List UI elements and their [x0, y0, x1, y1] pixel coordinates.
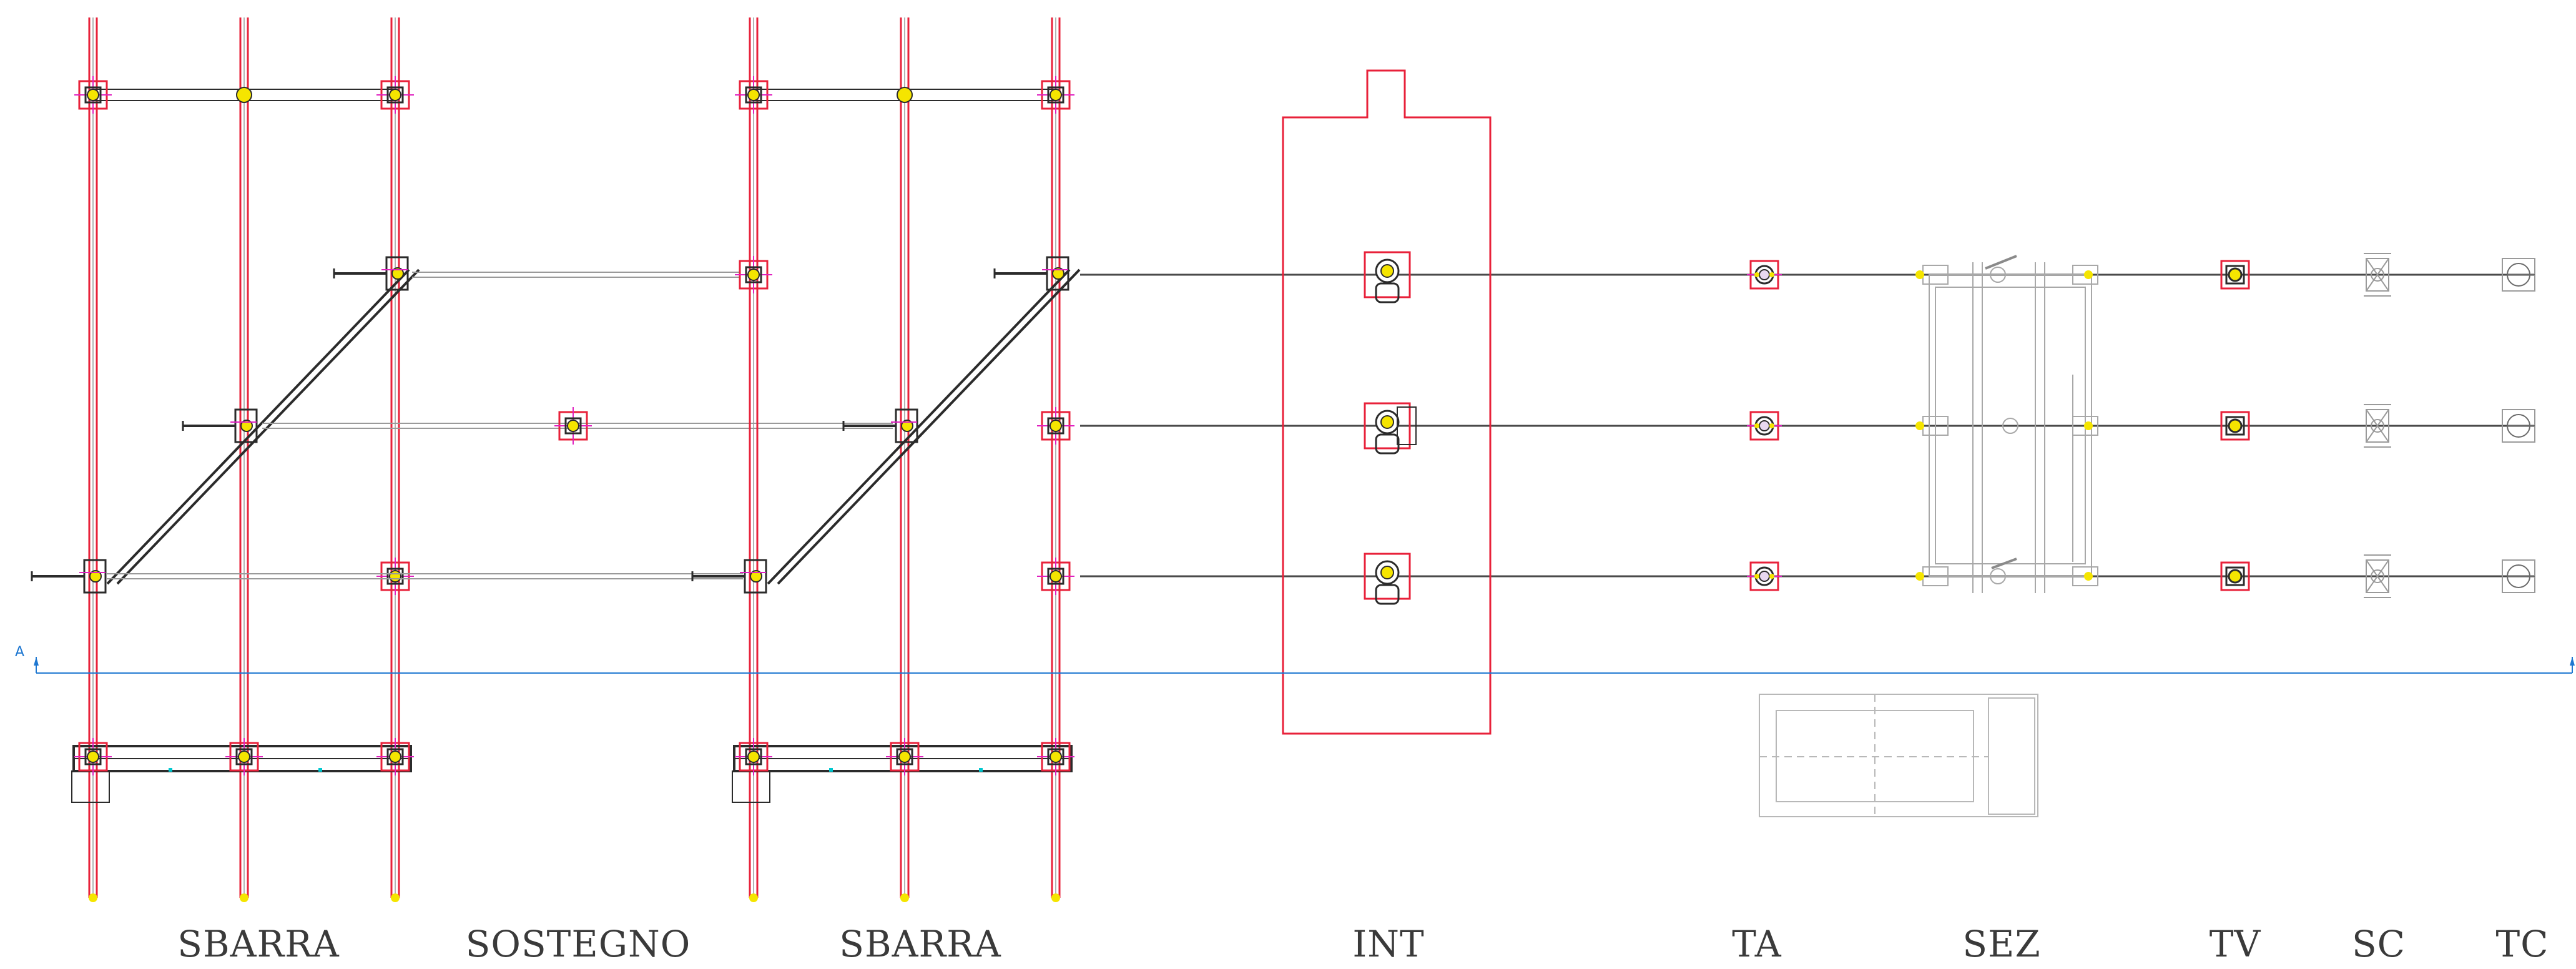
label-int: INT: [1352, 923, 1425, 965]
busbar-group-2: [691, 17, 1081, 902]
section-mark-label: A: [15, 644, 25, 660]
sez-disconnector: [1922, 255, 2098, 593]
label-ta: TA: [1732, 923, 1782, 965]
section-line-a: [34, 657, 2575, 674]
phase-lines: [1080, 273, 2535, 578]
label-sc: SC: [2351, 923, 2406, 965]
ta-current-transformers: [1746, 260, 1783, 591]
sez-contacts: [1915, 270, 2093, 581]
tc-cable-terminals: [2502, 258, 2535, 593]
label-sostegno: SOSTEGNO: [465, 923, 691, 965]
int-breaker: [1282, 69, 1492, 735]
label-sez: SEZ: [1962, 923, 2041, 965]
label-tv: TV: [2209, 923, 2261, 965]
label-sbarra-2: SBARRA: [839, 923, 1001, 965]
label-sbarra-1: SBARRA: [177, 923, 340, 965]
tv-voltage-transformers: [2220, 260, 2250, 591]
busbar-group-1: [31, 17, 420, 902]
sostegno-support: [553, 406, 593, 446]
label-tc: TC: [2495, 923, 2549, 965]
foundation-outline: [1759, 694, 2038, 817]
